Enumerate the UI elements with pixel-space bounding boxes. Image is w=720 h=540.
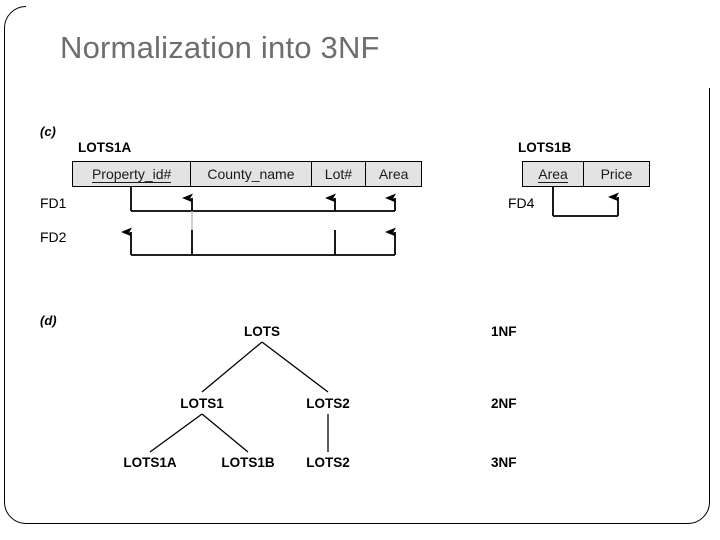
column-header-area[interactable]: Area [378, 166, 409, 182]
relation-name-lots1a: LOTS1A [78, 140, 132, 155]
column-header-county-name[interactable]: County_name [191, 162, 312, 186]
column-header-lot-number[interactable]: Lot# [312, 162, 367, 186]
part-label-c: (c) [40, 124, 56, 139]
tree-node-lots1b[interactable]: LOTS1B [221, 455, 275, 470]
fd-arrow-diagram-lots1b [552, 186, 619, 217]
normal-form-label-3nf: 3NF [491, 455, 517, 470]
fd-label-fd4: FD4 [508, 195, 535, 211]
tree-node-lots2-leaf[interactable]: LOTS2 [306, 455, 350, 470]
tree-edge-lots-to-lots1 [201, 341, 263, 393]
tree-edge-lots-to-lots2 [261, 341, 329, 393]
relation-table-lots1a: Property_id# County_name Lot# Area [72, 161, 422, 187]
relation-table-lots1b: Area Price [522, 161, 650, 187]
fd-arrow-diagram-lots1a [121, 186, 396, 256]
page-title: Normalization into 3NF [60, 30, 380, 65]
tree-node-lots[interactable]: LOTS [244, 324, 280, 339]
column-header-price[interactable]: Price [600, 166, 633, 182]
tree-node-lots2[interactable]: LOTS2 [306, 396, 350, 411]
tree-edge-lots1-to-lots1b [201, 413, 249, 453]
part-label-d: (d) [40, 313, 57, 328]
normal-form-label-2nf: 2NF [491, 396, 517, 411]
normal-form-label-1nf: 1NF [491, 324, 517, 339]
tree-node-lots1a[interactable]: LOTS1A [123, 455, 177, 470]
relation-name-lots1b: LOTS1B [518, 140, 572, 155]
fd-label-fd2: FD2 [40, 229, 67, 245]
fd-label-fd1: FD1 [40, 195, 67, 211]
tree-node-lots1[interactable]: LOTS1 [180, 396, 224, 411]
frame-top-mask [26, 0, 716, 88]
tree-edge-lots1-to-lots1a [149, 413, 203, 453]
column-header-area-lots1b[interactable]: Area [523, 162, 585, 186]
column-header-property-id[interactable]: Property_id# [73, 162, 192, 186]
